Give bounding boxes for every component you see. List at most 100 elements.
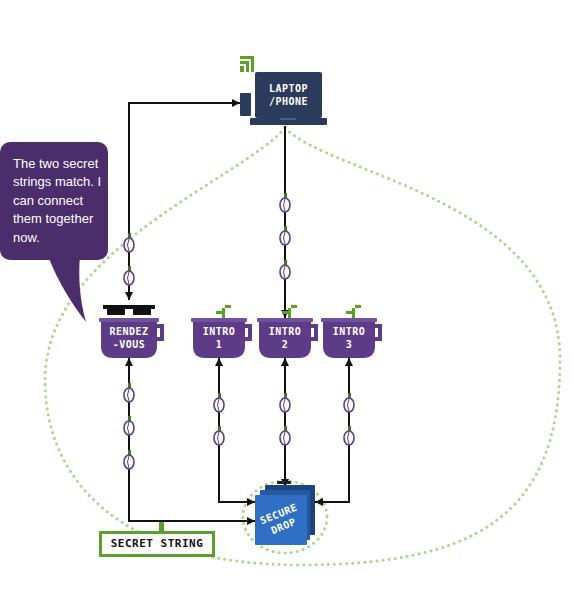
wifi-pixel	[240, 66, 244, 72]
onion-body	[280, 231, 290, 245]
onion-layer-line	[128, 272, 130, 284]
securedrop-server: SECURE DROP	[255, 487, 315, 545]
wifi-pixel	[240, 56, 254, 59]
onion-layer-line	[128, 422, 130, 434]
device-label: LAPTOP /PHONE	[263, 82, 315, 108]
text-holder: SECRET STRING	[102, 534, 212, 554]
onion-body	[124, 421, 134, 435]
onion-relay	[280, 426, 290, 445]
node-label: INTRO 3	[330, 325, 368, 351]
onion-body	[344, 398, 354, 412]
connector	[219, 358, 255, 502]
onion-body	[124, 455, 134, 469]
onion-layer-line	[128, 239, 130, 251]
intro-point: INTRO 3	[323, 318, 375, 358]
onion-body	[124, 271, 134, 285]
pot-rim	[321, 318, 377, 322]
sunglasses-lens	[107, 308, 125, 315]
wifi-pixel	[246, 64, 249, 72]
intro-point: INTRO 2	[259, 318, 311, 358]
text-holder: INTRO 3	[323, 318, 375, 358]
laptop-notch	[280, 118, 296, 120]
sprout-leaf	[282, 311, 288, 314]
sprout-stem	[352, 308, 355, 318]
server-boundary	[243, 481, 327, 553]
pot-body	[193, 318, 245, 358]
network-boundary	[45, 128, 560, 565]
onion-body	[214, 398, 224, 412]
intro-point-shape	[193, 318, 245, 358]
laptop-screen	[255, 72, 322, 118]
onion-relay	[124, 416, 134, 435]
connector	[315, 358, 349, 502]
wifi-icon	[240, 56, 254, 72]
onion-relay	[124, 233, 134, 252]
pot-body	[101, 318, 157, 358]
front-page	[255, 495, 307, 545]
onion-relay	[124, 266, 134, 285]
onion-layer-line	[348, 432, 350, 444]
onion-relay	[344, 393, 354, 412]
onion-layer-line	[218, 432, 220, 444]
onion-body	[124, 388, 134, 402]
text-holder: SECURE DROP	[255, 495, 307, 545]
connector	[129, 103, 240, 300]
bubble-tail	[48, 256, 86, 322]
onion-layer-line	[284, 199, 286, 211]
onion-layer-line	[284, 232, 286, 244]
node-label: INTRO 2	[266, 325, 304, 351]
node-label: INTRO 1	[200, 325, 238, 351]
onion-relay	[214, 393, 224, 412]
onion-layer-line	[348, 399, 350, 411]
sprout-leaf	[346, 311, 352, 314]
speech-bubble: The two secret strings match. I can conn…	[0, 142, 108, 260]
intro-point-shape	[323, 318, 375, 358]
text-holder: RENDEZ -VOUS	[101, 318, 157, 358]
onion-body	[280, 431, 290, 445]
onion-layer-line	[128, 456, 130, 468]
bubble-text: The two secret strings match. I can conn…	[13, 155, 103, 248]
onion-relay	[124, 450, 134, 469]
pot-rim	[99, 318, 159, 322]
pot-rim	[191, 318, 247, 322]
sprout-leaf	[291, 305, 297, 308]
text-holder: LAPTOP /PHONE	[255, 72, 322, 118]
sunglasses-lens	[133, 308, 151, 315]
onion-relay	[124, 383, 134, 402]
wifi-pixel	[251, 59, 254, 72]
onion-layer-line	[284, 266, 286, 278]
sprout-stem	[288, 308, 291, 318]
onion-body	[280, 265, 290, 279]
device-box: LAPTOP /PHONE	[240, 72, 327, 126]
onion-relay	[344, 426, 354, 445]
onion-body	[280, 398, 290, 412]
onion-layer-line	[128, 389, 130, 401]
annotation-text: SECRET STRING	[103, 537, 211, 551]
onion-relay	[280, 260, 290, 279]
pot-body	[259, 318, 311, 358]
rendezvous-point: RENDEZ -VOUS	[101, 300, 157, 358]
onion-layer-line	[284, 432, 286, 444]
connector	[129, 358, 255, 521]
onion-body	[344, 431, 354, 445]
onion-relay	[280, 226, 290, 245]
onion-relay	[280, 193, 290, 212]
connector	[284, 358, 286, 487]
onion-body	[280, 198, 290, 212]
bubble-body	[0, 142, 108, 260]
server-label: SECURE DROP	[255, 499, 307, 540]
annotation-box: SECRET STRING	[99, 531, 215, 557]
text-holder: The two secret strings match. I can conn…	[13, 142, 105, 260]
onion-relay	[214, 426, 224, 445]
onion-body	[214, 431, 224, 445]
text-holder: INTRO 2	[259, 318, 311, 358]
phone-icon	[240, 93, 251, 116]
onion-relay	[280, 393, 290, 412]
intro-point: INTRO 1	[193, 318, 245, 358]
intro-point-shape	[259, 318, 311, 358]
sprout-leaf	[225, 305, 231, 308]
onion-layer-line	[284, 399, 286, 411]
sprout-leaf	[355, 305, 361, 308]
sprout-leaf	[216, 311, 222, 314]
